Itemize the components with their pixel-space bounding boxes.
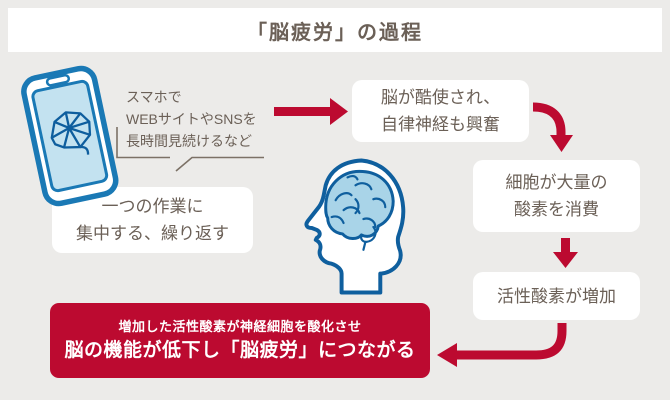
result-banner: 増加した活性酸素が神経細胞を酸化させ 脳の機能が低下し「脳疲労」につながる bbox=[50, 303, 430, 378]
focus-box: 一つの作業に 集中する、繰り返す bbox=[52, 187, 253, 253]
step-active-oxygen-label: 活性酸素が増加 bbox=[497, 286, 616, 306]
poly-brain-icon bbox=[50, 111, 92, 155]
focus-box-line: 一つの作業に bbox=[101, 197, 204, 216]
result-line1: 増加した活性酸素が神経細胞を酸化させ bbox=[118, 319, 362, 334]
step-active-oxygen-box: 活性酸素が増加 bbox=[473, 272, 640, 320]
step-overuse-line: 脳が酷使され、 bbox=[380, 88, 501, 107]
header-bar: 「脳疲労」の過程 bbox=[8, 8, 662, 52]
smartphone-note-line: 長時間見続けるなど bbox=[126, 133, 252, 149]
arrow-down-icon bbox=[553, 238, 578, 268]
step-overuse-box: 脳が酷使され、 自律神経も興奮 bbox=[352, 80, 529, 142]
step-oxygen-line: 細胞が大量の bbox=[505, 173, 608, 192]
head-profile-brain-icon bbox=[304, 158, 406, 295]
smartphone-note-line: スマホで bbox=[126, 89, 182, 105]
arrow-curve-left-icon bbox=[437, 323, 567, 367]
smartphone-note: スマホで WEBサイトやSNSを 長時間見続けるなど bbox=[126, 86, 306, 152]
step-oxygen-line: 酸素を消費 bbox=[514, 200, 599, 219]
smartphone-note-line: WEBサイトやSNSを bbox=[126, 111, 257, 127]
focus-box-line: 集中する、繰り返す bbox=[76, 224, 229, 243]
arrow-curve-down-icon bbox=[532, 102, 573, 152]
step-oxygen-box: 細胞が大量の 酸素を消費 bbox=[473, 160, 640, 232]
result-line2: 脳の機能が低下し「脳疲労」につながる bbox=[64, 340, 416, 361]
step-overuse-line: 自律神経も興奮 bbox=[381, 115, 500, 134]
smartphone-icon bbox=[21, 65, 119, 207]
page-title: 「脳疲労」の過程 bbox=[247, 21, 423, 44]
